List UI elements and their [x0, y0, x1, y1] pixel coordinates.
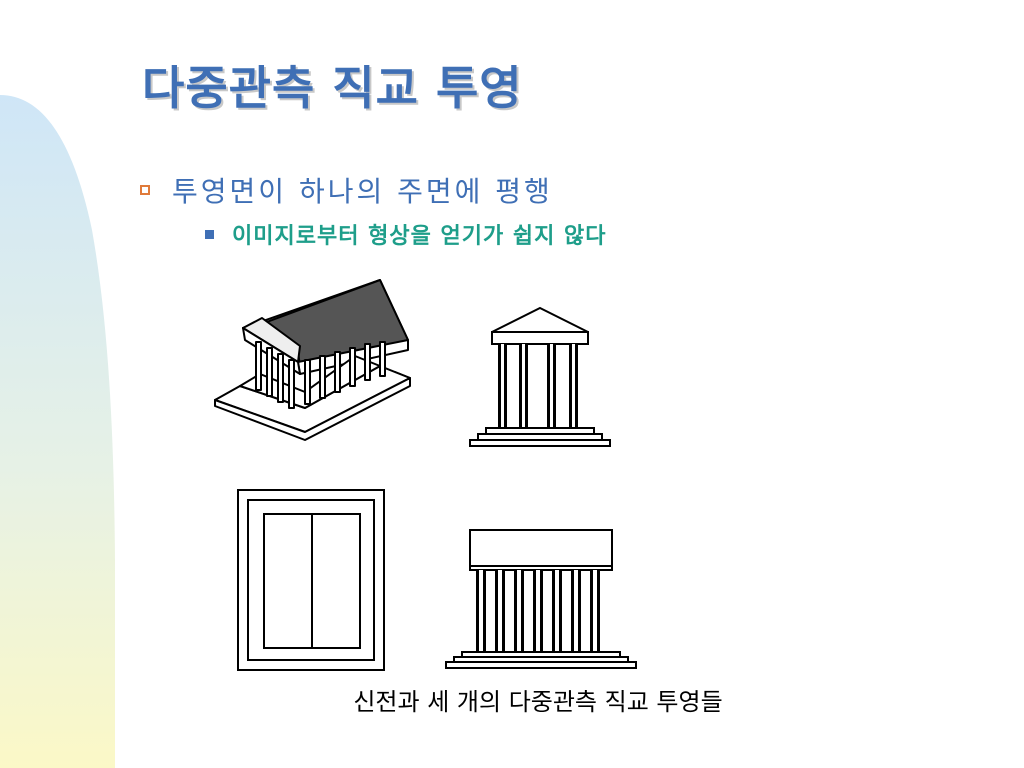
sub-bullet-item: 이미지로부터 형상을 얻기가 쉽지 않다 — [205, 218, 606, 250]
bullet-item: 투영면이 하나의 주면에 평행 — [140, 170, 553, 210]
figure-caption: 신전과 세 개의 다중관측 직교 투영들 — [353, 688, 723, 716]
temple-front-view — [469, 306, 611, 447]
bullet-text: 투영면이 하나의 주면에 평행 — [172, 175, 553, 208]
slide-title: 다중관측 직교 투영 — [142, 61, 523, 115]
temple-top-view — [237, 489, 385, 671]
temple-isometric-view — [214, 279, 411, 441]
open-square-bullet-icon — [140, 185, 150, 195]
filled-square-bullet-icon — [205, 229, 214, 239]
temple-projections-figure — [214, 279, 637, 671]
sub-bullet-text: 이미지로부터 형상을 얻기가 쉽지 않다 — [232, 224, 607, 249]
temple-side-view — [445, 529, 637, 669]
